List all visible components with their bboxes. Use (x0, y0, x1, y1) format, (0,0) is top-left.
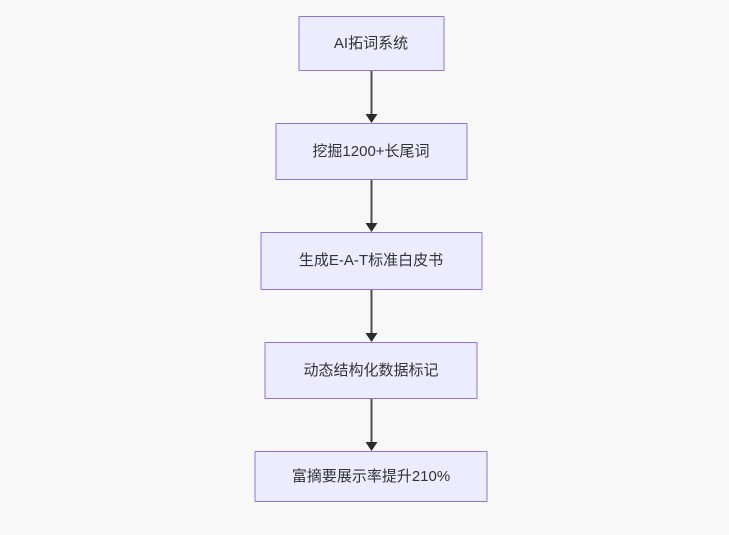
flow-edge-3 (365, 290, 377, 342)
node-generate-eat-whitepaper: 生成E-A-T标准白皮书 (260, 232, 482, 290)
edge-line (370, 71, 372, 115)
node-rich-snippet-rate-increase: 富摘要展示率提升210% (254, 451, 488, 502)
node-label: 生成E-A-T标准白皮书 (298, 252, 444, 269)
node-mine-longtail-keywords: 挖掘1200+长尾词 (275, 123, 467, 180)
edge-line (370, 180, 372, 224)
flow-edge-1 (365, 71, 377, 123)
node-label: 富摘要展示率提升210% (291, 467, 451, 485)
node-dynamic-structured-data-markup: 动态结构化数据标记 (264, 342, 478, 399)
arrow-down-icon (365, 223, 377, 232)
flowchart-column: AI拓词系统 挖掘1200+长尾词 生成E-A-T标准白皮书 动态结构化数据标记 (254, 16, 488, 502)
edge-line (370, 399, 372, 443)
arrow-down-icon (365, 333, 377, 342)
node-label: 挖掘1200+长尾词 (312, 142, 430, 160)
arrow-down-icon (365, 114, 377, 123)
node-label: AI拓词系统 (333, 34, 409, 52)
flow-edge-2 (365, 180, 377, 232)
arrow-down-icon (365, 442, 377, 451)
node-ai-word-expansion-system: AI拓词系统 (298, 16, 444, 71)
node-label: 动态结构化数据标记 (303, 361, 439, 379)
edge-line (370, 290, 372, 334)
flow-edge-4 (365, 399, 377, 451)
